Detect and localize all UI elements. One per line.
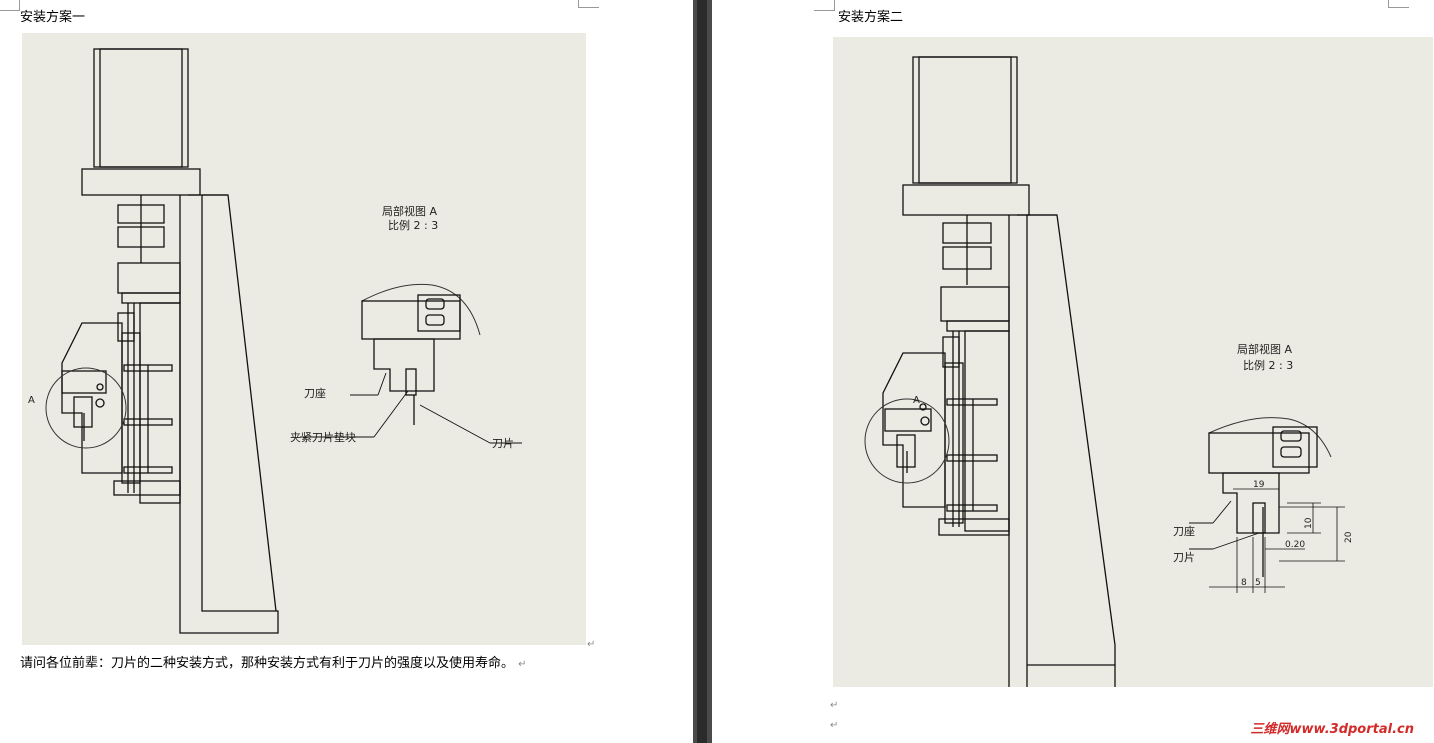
left-heading: 安装方案一: [20, 10, 86, 25]
right-callout-holder: 刀座: [1173, 524, 1195, 538]
left-view-scale: 比例 2 : 3: [388, 218, 438, 232]
left-callout-holder: 刀座: [304, 386, 326, 400]
dim-blade-width: 5: [1255, 578, 1261, 588]
left-detail-marker: A: [28, 395, 35, 406]
page-gutter: [693, 0, 712, 743]
page-corner-mark: [0, 0, 20, 11]
right-heading: 安装方案二: [838, 10, 904, 25]
right-detail-marker: A: [913, 395, 920, 406]
left-drawing-image: 局部视图 A 比例 2 : 3 A 刀座 夹紧刀片垫块 刀片: [22, 33, 586, 645]
paragraph-mark: ↵: [518, 659, 527, 670]
document-page-left: 安装方案一: [0, 0, 693, 743]
question-paragraph: 请问各位前辈：刀片的二种安装方式，那种安装方式有利于刀片的强度以及使用寿命。 ↵: [20, 654, 580, 675]
dim-depth-slot: 10: [1304, 517, 1314, 529]
dim-height-total: 20: [1344, 531, 1354, 543]
left-technical-drawing: 局部视图 A 比例 2 : 3 A 刀座 夹紧刀片垫块 刀片: [28, 48, 522, 634]
dim-width-top: 19: [1253, 480, 1265, 490]
left-callout-clamp-pad: 夹紧刀片垫块: [290, 430, 356, 444]
right-view-title: 局部视图 A: [1237, 342, 1292, 356]
left-view-title: 局部视图 A: [382, 204, 437, 218]
right-callout-blade: 刀片: [1173, 551, 1195, 564]
right-drawing-image: 局部视图 A 比例 2 : 3 A 刀座 刀片 19 10 0.20 20 8 …: [833, 37, 1433, 687]
site-watermark: 三维网www.3dportal.cn: [1250, 722, 1414, 737]
right-technical-drawing: 局部视图 A 比例 2 : 3 A 刀座 刀片 19 10 0.20 20 8 …: [864, 56, 1354, 687]
right-view-scale: 比例 2 : 3: [1243, 358, 1293, 372]
paragraph-mark: ↵: [830, 720, 839, 731]
page-corner-mark: [578, 0, 599, 8]
page-corner-mark: [1388, 0, 1409, 8]
page-corner-mark: [814, 0, 835, 11]
left-callout-blade: 刀片: [492, 437, 514, 450]
dim-left-offset: 8: [1241, 578, 1247, 588]
question-text: 请问各位前辈：刀片的二种安装方式，那种安装方式有利于刀片的强度以及使用寿命。: [20, 656, 515, 671]
document-page-right: 安装方案二: [712, 0, 1434, 743]
paragraph-mark: ↵: [587, 639, 596, 650]
dim-gap: 0.20: [1285, 540, 1305, 550]
paragraph-mark: ↵: [830, 700, 839, 711]
